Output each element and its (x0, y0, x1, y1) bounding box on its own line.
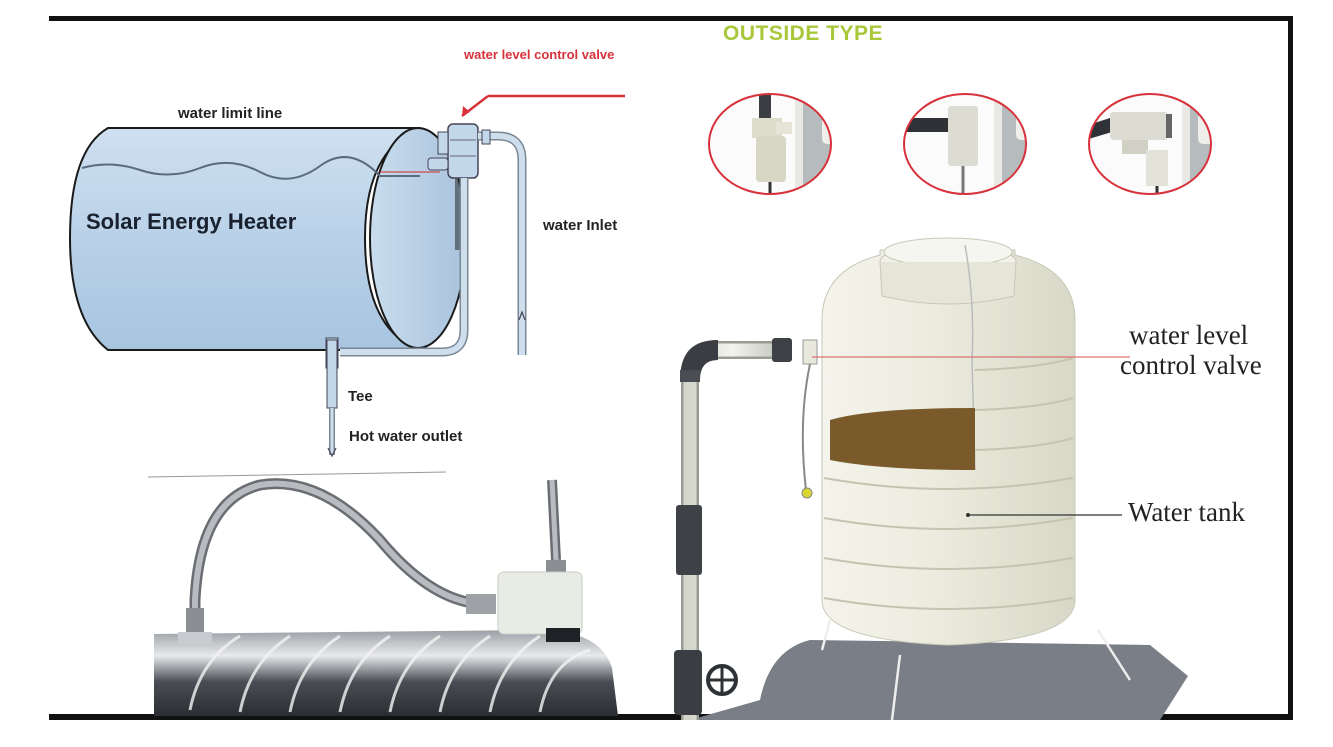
outside-type-heading: OUTSIDE TYPE (723, 22, 884, 45)
label-tank-valve-line1: water level (1129, 320, 1249, 350)
label-water-inlet: water Inlet (543, 217, 618, 234)
label-water-level-control-valve-red: water level control valve (464, 47, 615, 62)
outside-type-variant-1 (708, 93, 832, 195)
tank-base (690, 640, 1188, 720)
frame-right-border (1288, 16, 1293, 720)
frame-top-border (49, 16, 1293, 21)
separator-line (147, 471, 447, 478)
water-limit-wave (81, 156, 420, 180)
heater-title: Solar Energy Heater (86, 209, 297, 234)
heater-valve (447, 123, 479, 179)
label-water-tank: Water tank (1128, 497, 1246, 527)
heater-body (68, 127, 421, 351)
label-hot-water-outlet: Hot water outlet (349, 428, 463, 445)
label-tank-valve-line2: control valve (1120, 350, 1262, 380)
label-water-tank-clip: Water tank (1128, 497, 1288, 535)
solar-heater-illustration (68, 94, 625, 458)
label-water-limit-line: water limit line (178, 105, 283, 122)
label-tank-valve-line2-clip: control valve (1120, 350, 1288, 386)
installed-valve-photo (154, 478, 618, 716)
pipe-coupling (676, 505, 702, 575)
tank-water (830, 408, 975, 470)
label-tee: Tee (348, 388, 373, 405)
outside-type-variant-3 (1088, 93, 1212, 195)
water-tank-illustration (674, 237, 1188, 721)
frame-bottom-border (49, 714, 1293, 720)
outside-type-variant-2 (903, 93, 1027, 195)
